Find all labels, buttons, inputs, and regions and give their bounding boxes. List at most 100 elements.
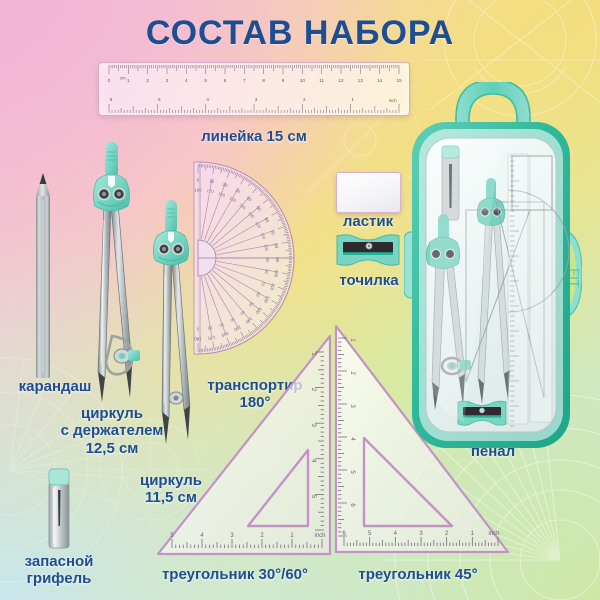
svg-text:13: 13 <box>358 78 364 83</box>
pencil <box>34 170 52 380</box>
svg-text:15: 15 <box>396 78 402 83</box>
svg-text:2: 2 <box>445 531 449 537</box>
caption-protractor: транспортир 180° <box>207 377 303 412</box>
svg-text:4: 4 <box>349 437 355 441</box>
svg-text:10: 10 <box>207 325 213 331</box>
svg-text:4: 4 <box>185 78 188 83</box>
svg-text:FIT: FIT <box>567 268 582 288</box>
svg-text:3: 3 <box>419 531 423 537</box>
svg-text:14: 14 <box>377 78 383 83</box>
svg-text:4: 4 <box>310 459 316 463</box>
caption-triangle-3060: треугольник 30°/60° <box>161 566 309 583</box>
svg-text:6: 6 <box>110 97 113 102</box>
svg-text:50: 50 <box>255 205 262 212</box>
case-icon: FIT <box>403 79 583 448</box>
compass-icon <box>153 200 191 444</box>
caption-ruler: линейка 15 см <box>201 128 307 145</box>
svg-text:90: 90 <box>275 257 280 262</box>
svg-text:3: 3 <box>230 533 234 539</box>
caption-case: пенал <box>470 443 516 460</box>
svg-text:5: 5 <box>158 97 161 102</box>
svg-text:60: 60 <box>255 291 262 298</box>
svg-text:120: 120 <box>263 295 271 304</box>
svg-text:180: 180 <box>194 337 202 342</box>
svg-text:6: 6 <box>349 503 355 507</box>
svg-text:90: 90 <box>265 257 270 262</box>
caption-eraser: ластик <box>342 213 394 230</box>
caption-sharpener: точилка <box>339 272 399 289</box>
svg-text:140: 140 <box>244 316 253 325</box>
caption-compass-115: циркуль 11,5 см <box>139 472 202 507</box>
svg-text:130: 130 <box>247 211 256 220</box>
svg-text:inch: inch <box>389 98 397 103</box>
svg-text:3: 3 <box>166 78 169 83</box>
svg-text:110: 110 <box>260 232 267 241</box>
svg-text:1: 1 <box>127 78 130 83</box>
svg-text:9: 9 <box>282 78 285 83</box>
svg-text:12: 12 <box>338 78 344 83</box>
svg-text:3: 3 <box>255 97 258 102</box>
eraser <box>336 172 401 213</box>
svg-text:20: 20 <box>222 182 229 189</box>
caption-pencil: карандаш <box>18 378 92 395</box>
svg-text:inch: inch <box>488 531 499 537</box>
svg-text:150: 150 <box>228 195 237 203</box>
compass-icon <box>93 142 140 402</box>
svg-text:140: 140 <box>238 202 247 211</box>
svg-text:180: 180 <box>195 188 203 193</box>
svg-text:4: 4 <box>200 533 204 539</box>
svg-text:11: 11 <box>319 78 324 83</box>
svg-text:40: 40 <box>239 309 246 316</box>
svg-text:150: 150 <box>233 324 242 332</box>
svg-text:2: 2 <box>349 371 355 375</box>
sharpener <box>333 233 403 267</box>
svg-text:2: 2 <box>310 388 316 392</box>
svg-text:5: 5 <box>368 531 372 537</box>
svg-text:10: 10 <box>300 78 306 83</box>
svg-text:60: 60 <box>263 216 270 223</box>
svg-text:30: 30 <box>229 316 236 323</box>
svg-text:170: 170 <box>206 188 214 194</box>
spare-lead-tube <box>44 468 74 550</box>
svg-text:0: 0 <box>108 78 111 83</box>
caption-compass-holder: циркуль с держателем 12,5 см <box>60 405 164 457</box>
svg-text:160: 160 <box>220 331 229 338</box>
svg-text:100: 100 <box>273 269 279 278</box>
svg-text:4: 4 <box>206 97 209 102</box>
svg-text:3: 3 <box>310 424 316 428</box>
svg-text:40: 40 <box>246 195 253 202</box>
svg-text:80: 80 <box>263 269 269 275</box>
svg-text:1: 1 <box>471 531 475 537</box>
compass-with-holder <box>78 140 168 440</box>
svg-text:2: 2 <box>260 533 264 539</box>
svg-text:30: 30 <box>234 187 241 194</box>
svg-text:6: 6 <box>342 531 346 537</box>
svg-text:5: 5 <box>349 470 355 474</box>
compass-115 <box>140 198 230 460</box>
sharpener-icon <box>336 234 400 266</box>
caption-triangle-45: треугольник 45° <box>358 566 478 583</box>
svg-text:70: 70 <box>270 229 277 236</box>
svg-text:2: 2 <box>303 97 306 102</box>
lead-tube-icon <box>48 468 70 549</box>
svg-text:cm: cm <box>120 76 126 81</box>
svg-text:1: 1 <box>290 533 294 539</box>
svg-text:inch: inch <box>314 533 325 539</box>
svg-text:120: 120 <box>254 221 262 230</box>
svg-text:80: 80 <box>273 243 279 249</box>
svg-text:10: 10 <box>209 178 215 184</box>
svg-text:130: 130 <box>254 306 263 315</box>
svg-text:6: 6 <box>224 78 227 83</box>
svg-text:160: 160 <box>218 191 227 198</box>
svg-text:110: 110 <box>269 283 276 292</box>
svg-text:0: 0 <box>197 178 200 183</box>
svg-text:7: 7 <box>243 78 246 83</box>
svg-text:5: 5 <box>204 78 207 83</box>
